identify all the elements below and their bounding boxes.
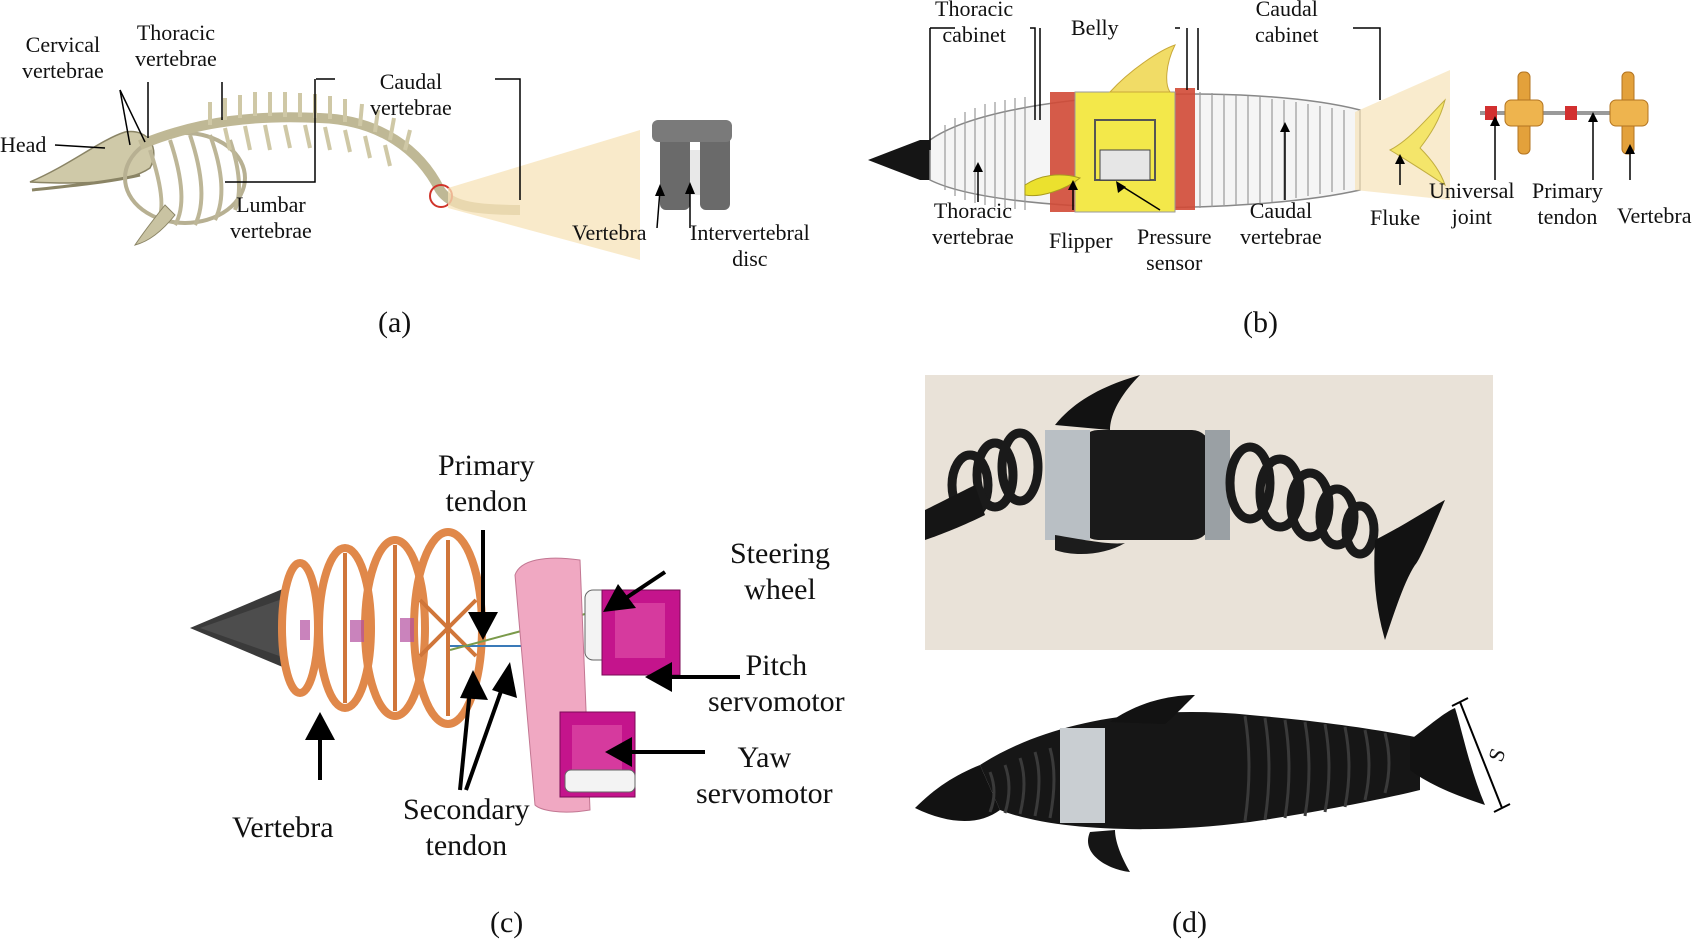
caption-d: (d) xyxy=(1172,906,1207,939)
body-cylinder xyxy=(1080,430,1210,540)
vertebra-zoom-icon xyxy=(652,120,732,210)
label-head: Head xyxy=(0,132,47,157)
label-vertebra: Vertebra xyxy=(572,220,647,245)
robot-photo-top xyxy=(925,375,1493,650)
label-yaw-servomotor: Yaw servomotor xyxy=(696,741,833,810)
label-secondary-tendon: Secondary tendon xyxy=(403,793,530,862)
fluke xyxy=(1388,98,1446,187)
caption-a: (a) xyxy=(378,306,412,339)
label-pitch-servomotor: Pitch servomotor xyxy=(708,649,845,718)
label-primary-tendon-b: Primary tendon xyxy=(1532,178,1603,229)
label-intervertebral-disc: Intervertebral disc xyxy=(690,220,810,271)
caption-b: (b) xyxy=(1243,306,1278,339)
label-pressure-sensor: Pressure sensor xyxy=(1137,224,1212,275)
label-thoracic-vertebrae: Thoracic vertebrae xyxy=(135,20,217,71)
label-primary-tendon-c: Primary tendon xyxy=(438,449,535,518)
label-vertebra-c: Vertebra xyxy=(232,811,334,844)
label-caudal-vertebrae-b: Caudal vertebrae xyxy=(1240,198,1322,249)
label-flipper: Flipper xyxy=(1049,228,1113,253)
side-band xyxy=(1060,728,1105,823)
label-steering-wheel: Steering wheel xyxy=(730,537,830,606)
label-universal-joint: Universal joint xyxy=(1429,178,1515,229)
head-cone xyxy=(868,140,935,180)
label-thoracic-vertebrae-b: Thoracic vertebrae xyxy=(932,198,1014,249)
caudal-cabinet-band xyxy=(1175,88,1195,210)
label-cervical-vertebrae: Cervical vertebrae xyxy=(22,32,104,83)
label-thoracic-cabinet: Thoracic cabinet xyxy=(935,0,1014,47)
caption-c: (c) xyxy=(490,906,524,939)
label-caudal-cabinet: Caudal cabinet xyxy=(1255,0,1319,47)
label-belly: Belly xyxy=(1071,15,1119,40)
side-body xyxy=(980,712,1420,830)
vertebra-ring-2 xyxy=(315,544,375,712)
label-fluke: Fluke xyxy=(1370,205,1421,230)
flipper xyxy=(1024,174,1082,197)
dorsal-fin xyxy=(1108,44,1176,93)
label-caudal-vertebrae: Caudal vertebrae xyxy=(370,69,452,120)
universal-joint xyxy=(1485,106,1497,120)
side-fluke xyxy=(1410,708,1485,805)
label-vertebra-b: Vertebra xyxy=(1617,203,1692,228)
label-lumbar-vertebrae: Lumbar vertebrae xyxy=(230,192,312,243)
side-nose xyxy=(915,765,1000,822)
vertebra-ring-3 xyxy=(361,536,429,720)
